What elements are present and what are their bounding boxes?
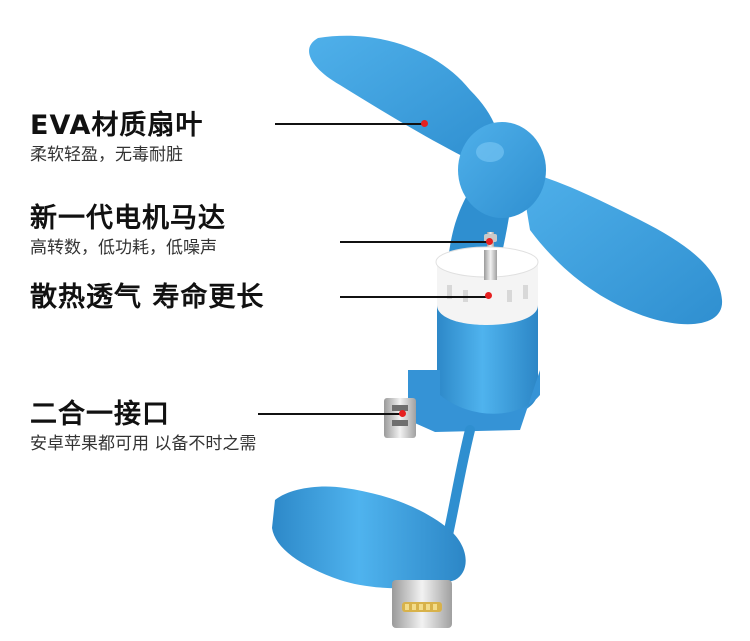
feature-subtitle: 安卓苹果都可用 以备不时之需: [30, 434, 257, 454]
feature-motor: 新一代电机马达 高转数，低功耗，低噪声: [30, 203, 226, 259]
feature-connector: 二合一接口 安卓苹果都可用 以备不时之需: [30, 399, 256, 455]
feature-blade: EVA材质扇叶 柔软轻盈，无毒耐脏: [30, 110, 203, 166]
callout-line-blade: [275, 123, 425, 125]
feature-subtitle: 高转数，低功耗，低噪声: [30, 238, 217, 258]
fan-hub: [458, 122, 546, 218]
feature-title: 新一代电机马达: [30, 203, 226, 234]
callout-dot-connector: [399, 410, 406, 417]
callout-line-connector: [258, 413, 401, 415]
callout-dot-blade: [421, 120, 428, 127]
feature-vent: 散热透气 寿命更长: [30, 282, 264, 314]
callout-line-motor: [340, 241, 488, 243]
feature-title: 二合一接口: [30, 399, 170, 430]
adapter-base: [408, 370, 540, 432]
feature-title: EVA材质扇叶: [30, 110, 204, 141]
callout-dot-vent: [485, 292, 492, 299]
fan-blade-right: [520, 170, 723, 325]
feature-subtitle: 柔软轻盈，无毒耐脏: [30, 145, 183, 165]
lightning-adapter: [272, 486, 466, 589]
callout-line-vent: [340, 296, 488, 298]
feature-title: 散热透气 寿命更长: [30, 282, 265, 313]
callout-dot-motor: [486, 238, 493, 245]
fan-blade-top: [309, 35, 500, 161]
micro-usb-connector: [384, 398, 416, 438]
